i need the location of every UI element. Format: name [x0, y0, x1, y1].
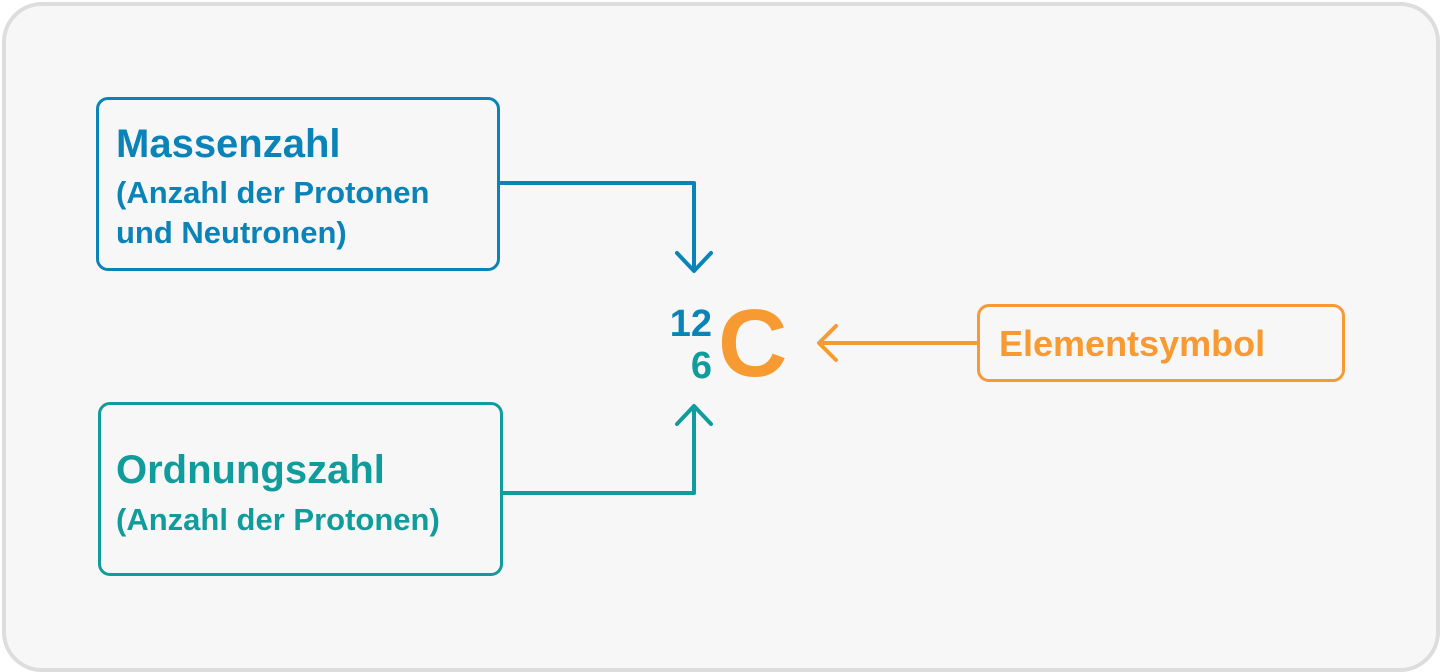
- atomic-number-connector-line: [501, 405, 696, 495]
- mass-connector-line: [498, 181, 696, 272]
- atomic-number-description: (Anzahl der Protonen): [116, 502, 440, 537]
- element-symbol-label: Elementsymbol: [999, 323, 1266, 364]
- nuclide-atomic-number: 6: [690, 345, 712, 387]
- nuclide-mass-number: 12: [669, 303, 712, 345]
- mass-number-description-line1: (Anzahl der Protonen: [116, 175, 430, 210]
- element-arrowhead: [817, 324, 838, 362]
- atomic-number-title: Ordnungszahl: [116, 448, 385, 492]
- nuclide-element-symbol: C: [718, 290, 788, 397]
- atomic-number-box: Ordnungszahl (Anzahl der Protonen): [98, 402, 503, 576]
- mass-number-title: Massenzahl: [116, 122, 341, 166]
- element-symbol-box: Elementsymbol: [977, 304, 1345, 382]
- mass-arrowhead: [675, 251, 713, 273]
- mass-number-description-line2: und Neutronen): [116, 215, 347, 250]
- mass-number-box: Massenzahl (Anzahl der Protonen und Neut…: [96, 97, 500, 271]
- atomic-number-arrowhead: [675, 404, 713, 426]
